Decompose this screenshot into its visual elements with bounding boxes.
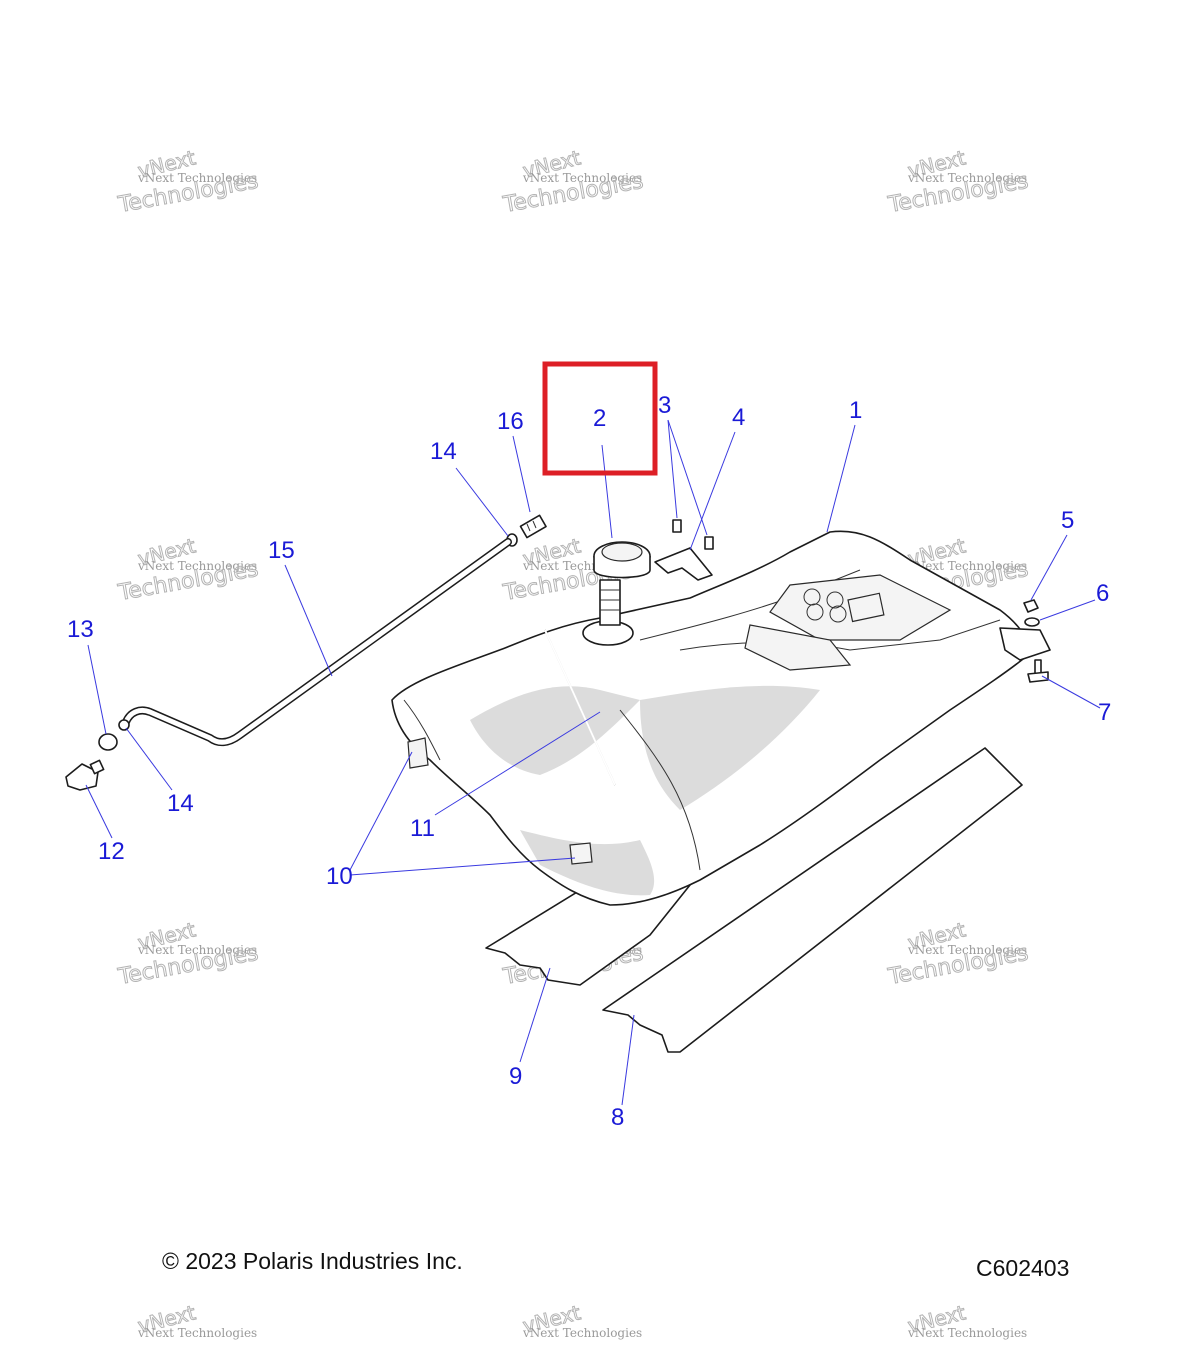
watermark: vNext vNext Technologies Technologies: [115, 917, 261, 991]
watermark: vNext vNext Technologies: [520, 1300, 642, 1340]
callout-12[interactable]: 12: [98, 838, 125, 865]
washer-6: [1024, 617, 1040, 627]
callout-10[interactable]: 10: [326, 863, 353, 890]
watermark: vNext vNext Technologies Technologies: [885, 145, 1031, 219]
stud-7: [1027, 659, 1049, 683]
svg-text:vNext Technologies: vNext Technologies: [137, 171, 257, 185]
highlight-box: [542, 361, 658, 476]
pad-8: [602, 747, 1023, 1053]
callout-14-lower[interactable]: 14: [167, 790, 194, 817]
fuel-cap-2: [593, 541, 651, 579]
svg-text:vNext Technologies: vNext Technologies: [907, 1326, 1027, 1340]
svg-text:vNext Technologies: vNext Technologies: [522, 171, 642, 185]
svg-text:vNext Technologies: vNext Technologies: [137, 943, 257, 957]
watermark: vNext vNext Technologies Technologies: [115, 533, 261, 607]
svg-text:vNext Technologies: vNext Technologies: [907, 559, 1027, 573]
callout-13[interactable]: 13: [67, 616, 94, 643]
callout-2[interactable]: 2: [593, 405, 606, 432]
svg-text:vNext Technologies: vNext Technologies: [137, 559, 257, 573]
copyright-text: © 2023 Polaris Industries Inc.: [162, 1248, 463, 1274]
svg-text:vNext Technologies: vNext Technologies: [137, 1326, 257, 1340]
figure-code: C602403: [976, 1255, 1070, 1281]
watermark: vNext vNext Technologies Technologies: [115, 145, 261, 219]
callout-8[interactable]: 8: [611, 1104, 624, 1131]
callout-9[interactable]: 9: [509, 1063, 522, 1090]
bracket-4: [654, 547, 713, 581]
callout-11[interactable]: 11: [410, 815, 435, 842]
fitting-16: [519, 514, 547, 539]
callout-6[interactable]: 6: [1096, 580, 1109, 607]
callout-5[interactable]: 5: [1061, 507, 1074, 534]
screws-3: [672, 519, 714, 550]
leader-lines: [85, 419, 1101, 1106]
callout-14-upper[interactable]: 14: [430, 438, 457, 465]
nut-5: [1023, 599, 1039, 613]
svg-text:vNext Technologies: vNext Technologies: [522, 1326, 642, 1340]
callouts: 1 2 3 4 5 6 7 8 9 10 11 12 13 14 14 15 1…: [67, 392, 1111, 1131]
callout-15[interactable]: 15: [268, 537, 295, 564]
callout-16[interactable]: 16: [497, 408, 524, 435]
clamp-14-bottom: [118, 719, 130, 731]
callout-1[interactable]: 1: [849, 397, 862, 424]
svg-text:vNext Technologies: vNext Technologies: [907, 171, 1027, 185]
svg-text:vNext Technologies: vNext Technologies: [907, 943, 1027, 957]
watermark: vNext vNext Technologies: [905, 1300, 1027, 1340]
callout-3[interactable]: 3: [658, 392, 671, 419]
decal-10b: [569, 842, 593, 865]
watermark: vNext vNext Technologies Technologies: [500, 145, 646, 219]
callout-7[interactable]: 7: [1098, 699, 1111, 726]
fuel-tank-1: [391, 530, 1051, 906]
watermark: vNext vNext Technologies: [135, 1300, 257, 1340]
decal-10a: [407, 737, 429, 769]
fitting-13: [98, 733, 118, 751]
watermark: vNext vNext Technologies Technologies: [885, 917, 1031, 991]
valve-12: [65, 759, 105, 791]
callout-4[interactable]: 4: [732, 404, 745, 431]
